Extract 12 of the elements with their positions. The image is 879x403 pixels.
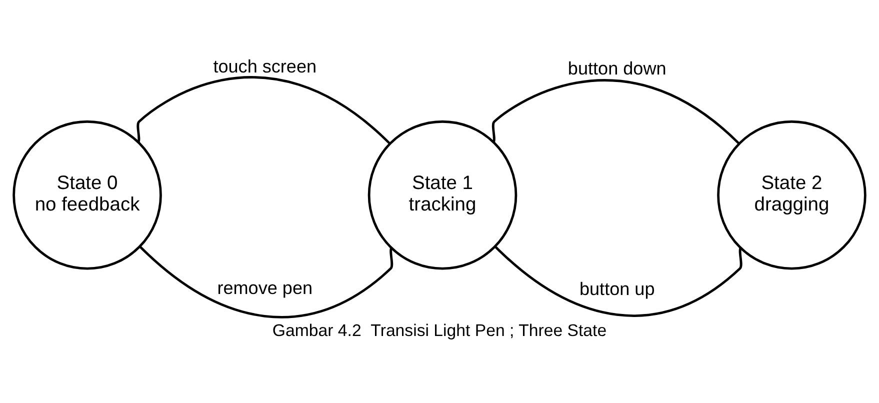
connector xyxy=(492,79,740,144)
caption: Gambar 4.2 Transisi Light Pen ; Three State xyxy=(272,320,607,340)
edge-label: touch screen xyxy=(213,56,317,76)
connector xyxy=(494,246,742,317)
edge-label: button up xyxy=(579,279,655,300)
connector xyxy=(136,76,390,144)
edge-label: remove pen xyxy=(217,278,313,298)
connector xyxy=(139,246,394,318)
node-circle: State 1 tracking xyxy=(368,120,518,270)
edge-label: button down xyxy=(568,58,666,79)
node-circle: State 0 no feedback xyxy=(12,120,162,270)
node-circle: State 2 dragging xyxy=(717,120,866,270)
